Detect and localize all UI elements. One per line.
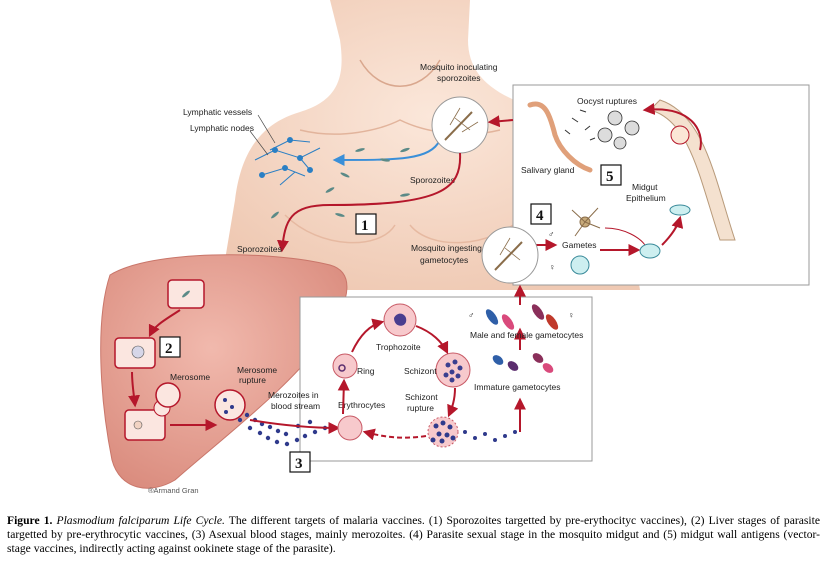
- label-gametes: Gametes: [562, 240, 597, 250]
- arrow-to-inoculation: [487, 115, 514, 128]
- stage-number-2: 2: [165, 341, 173, 357]
- arrow-fertilisation: [604, 227, 646, 246]
- mature-gametocytes: [485, 304, 559, 330]
- arrow-to-ookinete: [661, 215, 684, 246]
- stage-number-3: 3: [295, 456, 303, 472]
- erythrocyte: [337, 415, 363, 441]
- label-schizont-rupture-2: rupture: [407, 403, 434, 413]
- arrow-rupture-to-rbc: [362, 428, 427, 441]
- figure-caption-text: The different targets of malaria vaccine…: [7, 514, 820, 555]
- male-symbol: ♂: [548, 229, 554, 239]
- stage-box-3: [289, 451, 311, 473]
- label-sporozoites-chest: Sporozoites: [410, 175, 455, 185]
- oocyst-in-wall: [670, 125, 690, 145]
- merosome: [155, 382, 181, 408]
- life-cycle-diagram: Lymphatic vessels Lymphatic nodes Mosqui…: [100, 0, 810, 495]
- label-merosome-rupture: Merosome: [237, 365, 277, 375]
- label-male-female-gametocytes: Male and female gametocytes: [470, 330, 583, 340]
- label-mosquito-inoculating: Mosquito inoculating: [420, 62, 498, 72]
- arrow-ring-to-troph: [351, 318, 385, 353]
- arrow-troph-to-schizont: [415, 325, 449, 355]
- oocysts: [597, 110, 640, 150]
- gametocyte-female-symbol: ♀: [568, 310, 574, 320]
- figure-label: Figure 1.: [7, 514, 53, 527]
- schizont-merozoites: [443, 359, 463, 383]
- label-schizont-rupture: Schizont: [405, 392, 438, 402]
- label-lymphatic-vessels: Lymphatic vessels: [183, 107, 252, 117]
- stage-number-5: 5: [606, 169, 614, 185]
- trophozoite-parasite: [394, 313, 407, 326]
- ring-parasite: [338, 364, 346, 372]
- stage-number-4: 4: [536, 208, 544, 224]
- merosome-rupture: [214, 389, 246, 421]
- released-sporozoites: [564, 109, 596, 141]
- label-merozoites: Merozoites in: [268, 390, 319, 400]
- stage-box-1: [355, 213, 377, 235]
- label-mosquito-ingesting-2: gametocytes: [420, 255, 468, 265]
- salivary-gland: [527, 101, 593, 173]
- arrow-to-liver: [276, 152, 462, 253]
- label-merosome-rupture-2: rupture: [239, 375, 266, 385]
- lymphatic-network: [254, 137, 321, 186]
- label-merosome: Merosome: [170, 372, 210, 382]
- ookinete: [669, 204, 691, 216]
- stage-number-1: 1: [361, 218, 369, 234]
- stage-box-5: [600, 164, 622, 186]
- mosquito-panel: [512, 84, 810, 286]
- label-mosquito-ingesting: Mosquito ingesting: [411, 243, 482, 253]
- infected-hepatocyte-1: [167, 279, 205, 309]
- arrow-schizont-to-rupture: [447, 387, 459, 418]
- arrow-liver-2: [128, 371, 141, 408]
- label-epithelium: Epithelium: [626, 193, 666, 203]
- label-lymphatic-nodes: Lymphatic nodes: [190, 123, 254, 133]
- gametocyte-male-symbol: ♂: [468, 310, 474, 320]
- infected-hepatocyte-2: [114, 337, 156, 369]
- mosquito-ingesting: [481, 226, 539, 284]
- label-merozoites-2: blood stream: [271, 401, 320, 411]
- leader-line: [249, 130, 269, 156]
- arrow-merozoites-to-rbc: [249, 419, 341, 434]
- arrow-oocyst-rupture: [642, 102, 702, 151]
- stage-box-2: [159, 336, 181, 358]
- arrow-liver-1: [148, 309, 181, 338]
- label-sporozoites-liver: Sporozoites: [237, 244, 282, 254]
- label-mosquito-inoculating-2: sporozoites: [437, 73, 480, 83]
- label-oocyst-ruptures: Oocyst ruptures: [577, 96, 637, 106]
- label-immature-gametocytes: Immature gametocytes: [474, 382, 560, 392]
- label-schizont: Schizont: [404, 366, 437, 376]
- label-erythrocytes: Erythrocytes: [338, 400, 385, 410]
- label-midgut: Midgut: [632, 182, 658, 192]
- immature-gametocytes: [492, 353, 554, 373]
- male-gamete: [571, 207, 601, 237]
- zygote: [639, 243, 661, 259]
- lymph-arrow: [332, 139, 441, 166]
- leader-line: [257, 114, 276, 144]
- female-symbol: ♀: [549, 262, 555, 272]
- arrow-rbc-to-ring: [337, 378, 350, 415]
- female-gamete: [570, 255, 590, 275]
- label-ring: Ring: [357, 366, 375, 376]
- label-salivary-gland: Salivary gland: [521, 165, 575, 175]
- credit: ®Armand Gran: [148, 486, 199, 495]
- rupture-merozoites: [430, 420, 517, 444]
- stage-box-4: [530, 203, 552, 225]
- figure-caption: Figure 1. Plasmodium falciparum Life Cyc…: [7, 514, 820, 556]
- figure-title: Plasmodium falciparum Life Cycle.: [56, 514, 225, 527]
- mosquito-inoculating: [431, 96, 489, 154]
- label-trophozoite: Trophozoite: [376, 342, 421, 352]
